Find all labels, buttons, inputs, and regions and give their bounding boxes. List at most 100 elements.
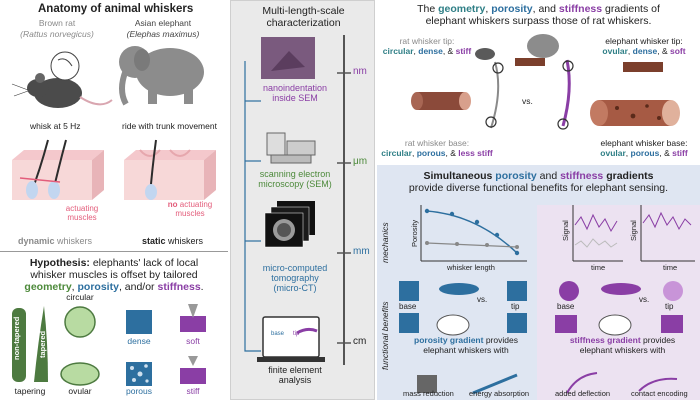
stiffness-base-disc (559, 281, 579, 301)
grad-t-and: and (538, 3, 556, 15)
rat-base-l1: rat whisker base: (404, 138, 470, 148)
grad-t-line2: elephant whiskers surpass those of rat w… (425, 15, 652, 27)
rat-tip-circular: circular (382, 46, 414, 56)
added-deflection-label: added deflection (555, 389, 611, 398)
scale-cm: cm (353, 336, 367, 347)
rat-whisker-type: dynamic whiskers (18, 236, 92, 246)
non-tapered-shape (12, 308, 26, 382)
label-porous: porous (126, 386, 152, 396)
rat-base-circular: circular (381, 148, 412, 158)
hypothesis-shapes (12, 304, 206, 386)
small-rat (475, 48, 495, 60)
rat-whisker-type-adj: dynamic (18, 236, 55, 246)
multiscale-illustrations (244, 35, 351, 365)
axis-time-2: time (663, 263, 678, 272)
porosity-tip-block (507, 281, 527, 301)
elephant-muscles-label: no actuating muscles (160, 200, 220, 218)
rat-skin-block (12, 139, 104, 200)
rat-latin-name: (Rattus norvegicus) (20, 29, 94, 39)
ele-tip-ovular: ovular (602, 46, 628, 56)
rat-tip-cylinder (515, 58, 545, 66)
sem-l2: microscopy (SEM) (258, 179, 332, 189)
porosity-base-block (399, 281, 419, 301)
label-tapered: tapered (38, 330, 47, 358)
hypothesis-geometry: geometry (24, 281, 72, 293)
energy-absorption-label: energy absorption (469, 389, 530, 398)
scale-bar (343, 35, 345, 365)
porosity-benefit-text: porosity gradient provides elephant whis… (391, 335, 541, 355)
signal-plots (572, 205, 695, 262)
ovular-shape (60, 362, 100, 386)
sem-machine (270, 154, 312, 164)
fea-tip-label: tip (293, 331, 300, 337)
stiff-base-label: base (557, 302, 575, 311)
rat-muscles-label: actuating muscles (65, 204, 99, 222)
hypothesis-panel: Hypothesis: elephants' lack of local whi… (0, 252, 228, 400)
label-soft: soft (186, 336, 200, 346)
dense-block (126, 310, 152, 334)
gradients-title: The geometry, porosity, and stiffness gr… (417, 3, 660, 27)
label-non-tapered: non-tapered (12, 316, 21, 360)
nano-l1: nanoindentation (262, 83, 328, 93)
fea-label: finite element analysis (245, 365, 345, 385)
energy-absorption-icon (472, 373, 518, 395)
porosity-plot (420, 205, 527, 262)
rat-tip-dense: dense (418, 46, 443, 56)
ben-t-line2: provide diverse functional benefits for … (408, 182, 669, 194)
ben-t-simult: Simultaneous (423, 170, 493, 182)
axis-signal-2: Signal (629, 220, 638, 241)
scale-um: μm (353, 156, 368, 167)
fea-l2: analysis (278, 375, 312, 385)
fea-base-label: base (271, 331, 285, 337)
hypothesis-andor: and/or (124, 281, 155, 293)
multiscale-title-l1: Multi-length-scale (262, 5, 345, 17)
label-dense: dense (127, 336, 151, 346)
benefits-title: Simultaneous porosity and stiffness grad… (377, 170, 700, 194)
stiffness-tip-disc (663, 281, 683, 301)
elephant-illustration (119, 46, 204, 106)
tapered-shape (34, 306, 48, 382)
fea-l1: finite element (268, 365, 322, 375)
scale-mm: mm (353, 246, 370, 257)
multiscale-title-l2: characterization (266, 17, 341, 29)
hypothesis-title: Hypothesis: (29, 257, 90, 269)
hypothesis-line1: elephants' lack of local (92, 257, 199, 269)
por-base-label: base (399, 302, 417, 311)
hypothesis-porosity: porosity (77, 281, 119, 293)
elephant-muscles-text: actuating muscles (175, 200, 213, 218)
stiff-grad: stiffness gradient (569, 335, 641, 345)
elephant-base-label: elephant whisker base: ovular, porous, &… (600, 138, 688, 158)
anatomy-title: Anatomy of animal whiskers (38, 3, 194, 15)
nanoindentation-label: nanoindentation inside SEM (245, 83, 345, 103)
ele-base-porous: porous (630, 148, 660, 158)
axis-whisker-length: whisker length (447, 263, 495, 272)
hypothesis-text: Hypothesis: elephants' lack of local whi… (24, 257, 204, 293)
stiffness-benefit-text: stiffness gradient provides elephant whi… (545, 335, 700, 355)
stiff-tip-label: tip (665, 302, 674, 311)
elephant-whisker-type: static whiskers (142, 236, 203, 246)
elephant-common-name: Asian elephant (134, 18, 192, 28)
elephant-whisker (561, 59, 571, 127)
gradients-panel: The geometry, porosity, and stiffness gr… (377, 0, 700, 164)
contact-encoding-label: contact encoding (631, 389, 688, 398)
ele-base-stiff: stiff (672, 148, 688, 158)
grad-t-gradients: gradients of (605, 3, 660, 15)
elephant-base-cylinder (590, 100, 680, 126)
ele-tip-soft: soft (670, 46, 686, 56)
ele-base-ovular: ovular (600, 148, 626, 158)
gradients-vs: vs. (522, 96, 533, 106)
grad-t-porosity: porosity (491, 3, 533, 15)
ct-l3: (micro-CT) (273, 283, 317, 293)
label-tapering: tapering (14, 386, 46, 396)
anatomy-panel: Anatomy of animal whiskers Brown rat (Ra… (0, 0, 228, 250)
ele-base-l1: elephant whisker base: (600, 138, 688, 148)
elephant-whisker-type-noun: whiskers (168, 236, 204, 246)
rat-whisker (490, 61, 500, 129)
ct-label: micro-computed tomography (micro-CT) (245, 263, 345, 293)
stiff-provides: provides (643, 335, 676, 345)
ben-t-stiffness: stiffness (560, 170, 604, 182)
elephant-muscles-no: no (167, 200, 178, 209)
rat-illustration (11, 51, 113, 108)
stiff-line2: elephant whiskers with (579, 345, 666, 355)
elephant-skin-block (124, 139, 216, 200)
